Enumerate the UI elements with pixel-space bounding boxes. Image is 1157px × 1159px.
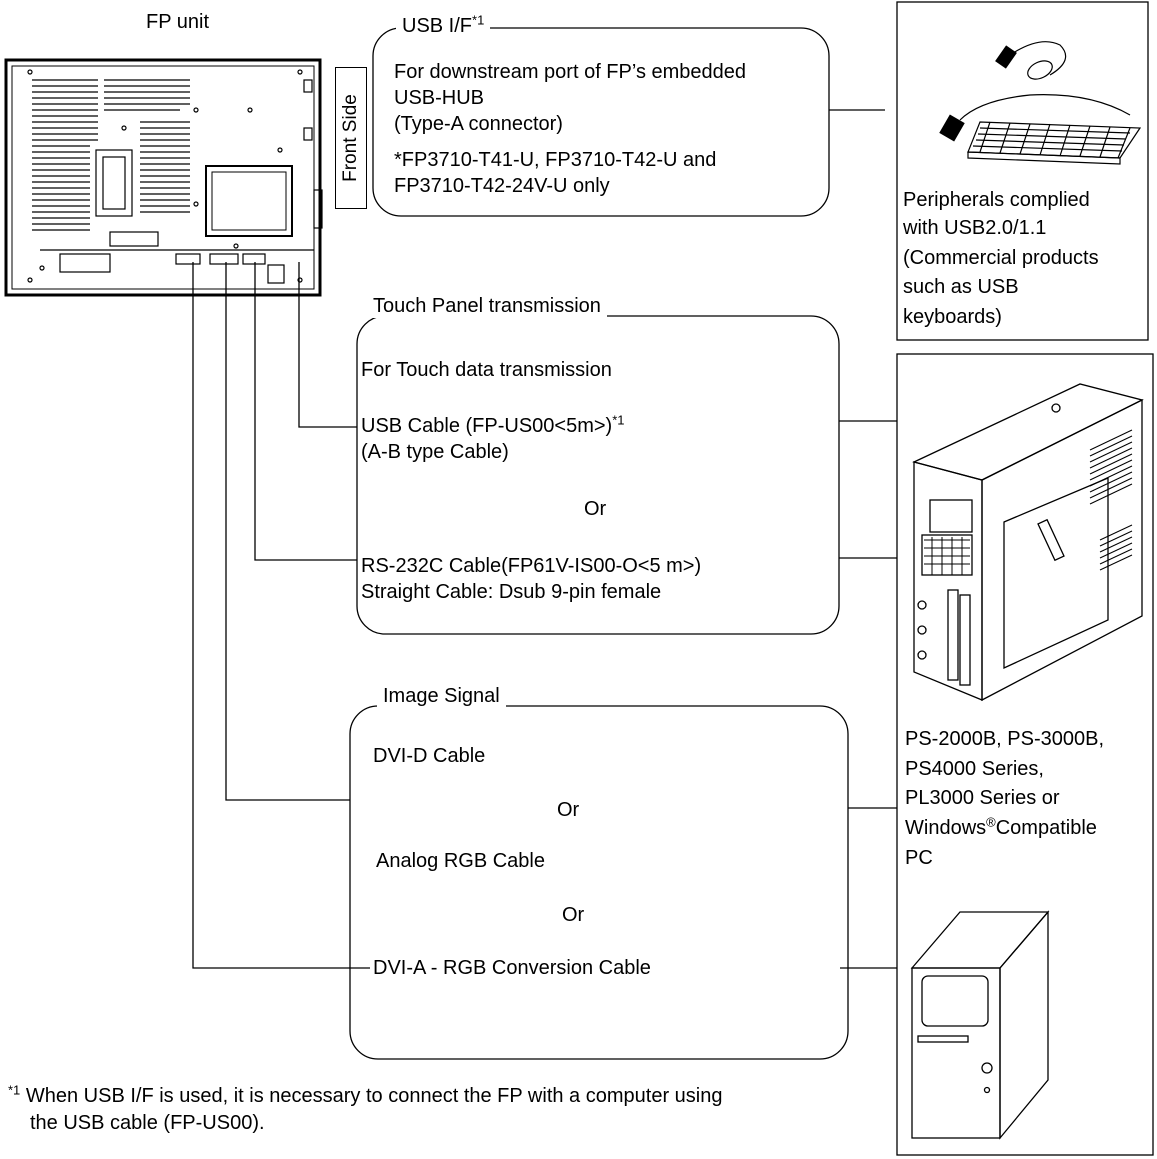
footnote-text: When USB I/F is used, it is necessary to…: [25, 1085, 723, 1107]
rs232-cable-label: RS-232C Cable(FP61V-IS00-O<5 m>): [361, 555, 702, 577]
fp-unit-drawing: [4, 58, 323, 297]
peripherals-panel: [896, 1, 1149, 341]
peripherals-line: keyboards): [903, 306, 1002, 328]
compatible-text: Compatible: [995, 817, 1097, 839]
usb-if-line: USB-HUB: [394, 87, 485, 109]
analog-rgb-cable-label: Analog RGB Cable: [376, 850, 545, 872]
dvi-a-rgb-cable-label: DVI-A - RGB Conversion Cable: [373, 957, 651, 979]
pc-line: PS-2000B, PS-3000B,: [905, 728, 1105, 750]
peripherals-line: with USB2.0/1.1: [903, 217, 1047, 239]
pc-line: PS4000 Series,: [905, 758, 1044, 780]
front-side-label: Front Side: [335, 67, 367, 209]
pc-line: PL3000 Series or: [905, 787, 1060, 809]
usb-cable-label: USB Cable (FP-US00<5m>)*1: [361, 412, 625, 438]
usb-if-line: (Type-A connector): [394, 113, 563, 135]
peripherals-line: such as USB: [903, 276, 1019, 298]
peripherals-line: Peripherals complied: [903, 189, 1090, 211]
footnote-line-1: *1 When USB I/F is used, it is necessary…: [8, 1082, 723, 1108]
front-side-text: Front Side: [340, 94, 361, 182]
usb-if-legend-text: USB I/F: [402, 15, 473, 37]
fp-unit-title: FP unit: [146, 11, 209, 33]
usb-if-legend: USB I/F*1: [396, 12, 491, 38]
image-signal-box: [349, 705, 849, 1060]
windows-text: Windows: [905, 817, 987, 839]
footnote-line-2: the USB cable (FP-US00).: [30, 1112, 265, 1134]
usb-cable-type: (A-B type Cable): [361, 441, 509, 463]
or-label: Or: [562, 904, 585, 926]
pc-line: PC: [905, 847, 933, 869]
usb-cable-footnote-mark: *1: [612, 412, 625, 428]
pc-panel: [896, 353, 1154, 1156]
industrial-pc-icon: [912, 383, 1144, 702]
usb-if-line: FP3710-T42-24V-U only: [394, 175, 610, 197]
registered-mark: ®: [986, 814, 996, 830]
or-label: Or: [584, 498, 607, 520]
mouse-keyboard-icon: [939, 41, 1142, 165]
or-label: Or: [557, 799, 580, 821]
image-signal-legend: Image Signal: [377, 684, 506, 708]
peripherals-line: (Commercial products: [903, 247, 1099, 269]
usb-if-line: *FP3710-T41-U, FP3710-T42-U and: [394, 149, 717, 171]
usb-if-legend-footnote-mark: *1: [472, 12, 485, 28]
usb-cable-text: USB Cable (FP-US00<5m>): [361, 415, 613, 437]
pc-line-windows: Windows®Compatible: [905, 814, 1097, 840]
dvi-d-cable-label: DVI-D Cable: [373, 745, 486, 767]
footnote-mark: *1: [8, 1082, 21, 1098]
touch-panel-legend: Touch Panel transmission: [367, 294, 607, 318]
usb-if-line: For downstream port of FP’s embedded: [394, 61, 747, 83]
touch-panel-purpose: For Touch data transmission: [361, 359, 612, 381]
usb-if-box: [372, 27, 830, 217]
tower-pc-icon: [910, 910, 1050, 1140]
rs232-cable-type: Straight Cable: Dsub 9-pin female: [361, 581, 662, 603]
